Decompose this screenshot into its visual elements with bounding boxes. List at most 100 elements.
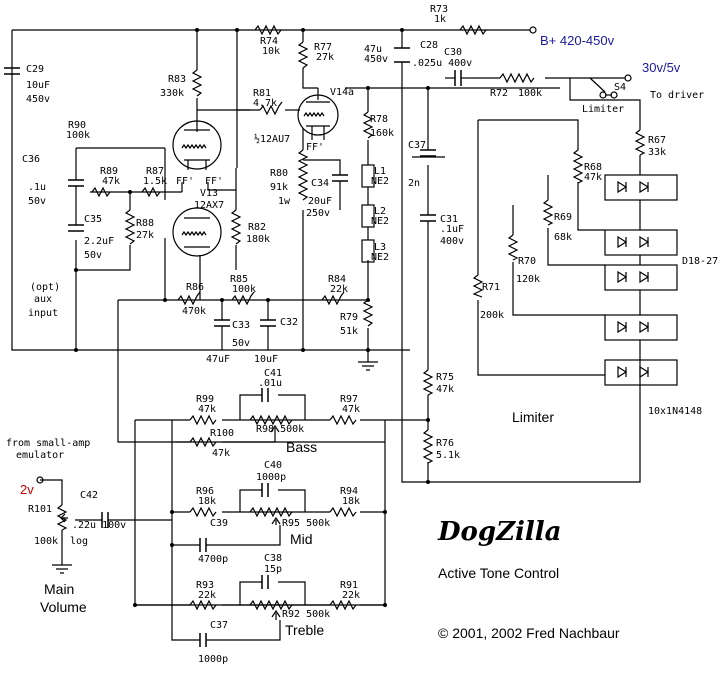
r76-label: R76: [436, 438, 454, 449]
r98-label: R98 500k: [256, 424, 304, 435]
r89-label: R89: [100, 166, 118, 177]
l2-value: NE2: [371, 216, 389, 227]
l3-label: L3: [374, 242, 386, 253]
circuit-title: DogZilla: [437, 517, 562, 547]
r88-label: R88: [136, 218, 154, 229]
tube-symbols: [172, 94, 339, 257]
r81-value: 4.7k: [253, 98, 277, 109]
main-volume-1: Main: [44, 581, 74, 597]
r99-value: 47k: [198, 404, 216, 415]
c39-label: C39: [210, 518, 228, 529]
r73-label: R73: [430, 4, 448, 15]
input-terminal: [36, 476, 44, 484]
r89-value: 47k: [102, 176, 120, 187]
c33-value: 47uF: [206, 354, 230, 365]
r100-value: 47k: [212, 448, 230, 459]
v14a-tube: [297, 94, 339, 136]
r72-value: 100k: [518, 88, 542, 99]
r69-label: R69: [554, 212, 572, 223]
r96-value: 18k: [198, 496, 216, 507]
r95-label: R95 500k: [282, 518, 330, 529]
out-voltage: 30v/5v: [642, 60, 681, 75]
c31-label: C31: [440, 214, 458, 225]
input-voltage: 2v: [20, 482, 34, 497]
r75-label: R75: [436, 372, 454, 383]
r84-value: 22k: [330, 284, 348, 295]
bplus-terminal: [529, 26, 537, 34]
c34-volt: 250v: [306, 208, 330, 219]
c34-value: 20uF: [308, 196, 332, 207]
output-terminal: [624, 74, 632, 82]
r82-label: R82: [248, 222, 266, 233]
limiter-switch-label: Limiter: [582, 104, 624, 115]
r73-value: 1k: [434, 14, 446, 25]
l3-value: NE2: [371, 252, 389, 263]
r79-label: R79: [340, 312, 358, 323]
r71-value: 200k: [480, 310, 504, 321]
c29-volt: 450v: [26, 94, 50, 105]
diode-part: D18-27: [682, 256, 718, 267]
r101-taper: log: [70, 536, 88, 547]
aux-2: aux: [34, 294, 52, 305]
v13-type: 12AX7: [194, 200, 224, 211]
c41-label: C41: [264, 368, 282, 379]
r93-label: R93: [196, 580, 214, 591]
r90-label: R90: [68, 120, 86, 131]
diode-ladder: [604, 174, 678, 386]
r70-label: R70: [518, 256, 536, 267]
r81-label: R81: [253, 88, 271, 99]
capacitor-symbols: [4, 47, 470, 647]
c32-value: 10uF: [254, 354, 278, 365]
l2-label: L2: [374, 206, 386, 217]
l1-label: L1: [374, 166, 386, 177]
c41-value: .01u: [258, 378, 282, 389]
r80-value: 91k: [270, 182, 288, 193]
r76-value: 5.1k: [436, 450, 460, 461]
r93-value: 22k: [198, 590, 216, 601]
c28-label: C28: [420, 40, 438, 51]
r96-label: R96: [196, 486, 214, 497]
r74-value: 10k: [262, 46, 280, 57]
r87-value: 1.5k: [143, 176, 167, 187]
mid-label: Mid: [290, 531, 313, 547]
r101-value: 100k: [34, 536, 58, 547]
limiter-title: Limiter: [512, 409, 554, 425]
c40-label: C40: [264, 460, 282, 471]
r68-value: 47k: [584, 172, 602, 183]
c28-value: 47u: [364, 44, 382, 55]
c38-value: 15p: [264, 564, 282, 575]
treble-label: Treble: [285, 622, 324, 638]
c30-label: C30: [444, 47, 462, 58]
r85-value: 100k: [232, 284, 256, 295]
r83-label: R83: [168, 74, 186, 85]
c42-label: C42: [80, 490, 98, 501]
r88-value: 27k: [136, 230, 154, 241]
r78-label: R78: [370, 114, 388, 125]
r67-label: R67: [648, 135, 666, 146]
c35-volt: 50v: [84, 250, 102, 261]
to-driver: To driver: [650, 90, 704, 101]
c37b-label: C37: [210, 620, 228, 631]
r91-label: R91: [340, 580, 358, 591]
r85-label: R85: [230, 274, 248, 285]
r83-value: 330k: [160, 88, 184, 99]
circuit-subtitle: Active Tone Control: [438, 565, 559, 581]
c40-value: 1000p: [256, 472, 286, 483]
r94-value: 18k: [342, 496, 360, 507]
v14-type: ½12AU7: [254, 133, 290, 145]
aux-1: (opt): [30, 282, 60, 293]
r77-value: 27k: [316, 52, 334, 63]
v13-ff1: FF': [176, 176, 194, 187]
r75-value: 47k: [436, 384, 454, 395]
r94-label: R94: [340, 486, 358, 497]
r86-label: R86: [186, 282, 204, 293]
r72-label: R72: [490, 88, 508, 99]
neon-lamps: [361, 164, 375, 263]
c36-volt: 50v: [28, 196, 46, 207]
c36-label: C36: [22, 154, 40, 165]
r84-label: R84: [328, 274, 346, 285]
c31-value: .1uF: [440, 224, 464, 235]
c37b-value: 1000p: [198, 654, 228, 665]
c37-value: 2n: [408, 178, 420, 189]
